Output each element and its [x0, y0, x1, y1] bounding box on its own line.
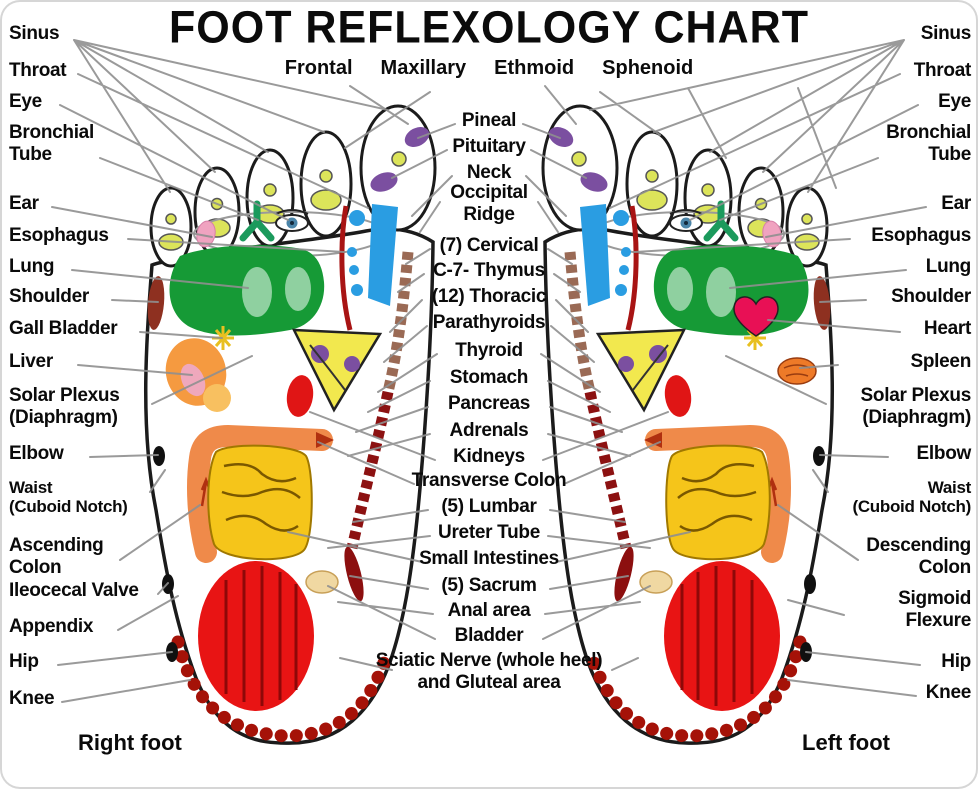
- label-pineal: Pineal: [461, 110, 517, 131]
- label-transverse-colon: Transverse Colon: [411, 470, 567, 491]
- label-left-bronchial-tube: Bronchial Tube: [9, 122, 94, 165]
- label-parathyroids: Parathyroids: [432, 312, 546, 333]
- label-left-liver: Liver: [9, 351, 53, 372]
- left-foot-sole: [543, 106, 832, 743]
- spleen-zone: [777, 357, 817, 385]
- label-adrenals: Adrenals: [449, 420, 529, 441]
- skull-zone-labels: Frontal Maxillary Ethmoid Sphenoid: [0, 57, 978, 80]
- left-foot-caption: Left foot: [802, 730, 890, 755]
- label-right-sigmoid-flexure: Sigmoid Flexure: [898, 588, 971, 631]
- label-right-heart: Heart: [923, 318, 971, 339]
- label-cervical: (7) Cervical: [439, 235, 539, 256]
- label-sciatic-nerve: Sciatic Nerve (whole heel) and Gluteal a…: [375, 650, 603, 693]
- label-pituitary: Pituitary: [452, 136, 526, 157]
- label-left-gall-bladder: Gall Bladder: [9, 318, 118, 339]
- label-left-ileocecal-valve: Ileocecal Valve: [9, 580, 139, 601]
- label-left-lung: Lung: [9, 256, 55, 277]
- label-left-sinus: Sinus: [9, 23, 60, 44]
- label-left-shoulder: Shoulder: [9, 286, 89, 307]
- label-right-knee: Knee: [925, 682, 972, 703]
- label-small-intestines: Small Intestines: [419, 548, 559, 569]
- label-left-throat: Throat: [9, 60, 67, 81]
- label-left-appendix: Appendix: [9, 616, 94, 637]
- label-right-waist: Waist (Cuboid Notch): [852, 478, 971, 517]
- label-right-sinus: Sinus: [920, 23, 972, 44]
- label-right-throat: Throat: [913, 60, 972, 81]
- label-neck: Neck: [466, 162, 512, 183]
- label-right-bronchial-tube: Bronchial Tube: [886, 122, 971, 165]
- label-ethmoid: Ethmoid: [494, 57, 575, 79]
- label-right-shoulder: Shoulder: [891, 286, 971, 307]
- label-sphenoid: Sphenoid: [602, 57, 694, 79]
- label-kidneys: Kidneys: [453, 446, 525, 467]
- leader-lines: [51, 39, 927, 703]
- label-pancreas: Pancreas: [447, 393, 531, 414]
- label-occipital-ridge: Occipital Ridge: [450, 182, 528, 225]
- label-left-ear: Ear: [9, 193, 39, 214]
- label-right-esophagus: Esophagus: [871, 225, 971, 246]
- label-right-spleen: Spleen: [910, 351, 972, 372]
- label-left-esophagus: Esophagus: [9, 225, 109, 246]
- label-right-solar-plexus: Solar Plexus (Diaphragm): [860, 385, 972, 428]
- label-right-lung: Lung: [925, 256, 972, 277]
- label-frontal: Frontal: [284, 57, 353, 79]
- label-right-ear: Ear: [941, 193, 971, 214]
- label-left-waist: Waist (Cuboid Notch): [9, 478, 128, 517]
- label-left-hip: Hip: [9, 651, 39, 672]
- label-lumbar: (5) Lumbar: [441, 496, 537, 517]
- label-left-solar-plexus: Solar Plexus (Diaphragm): [9, 385, 120, 428]
- label-left-knee: Knee: [9, 688, 55, 709]
- heart-zone: [733, 296, 779, 337]
- label-right-descending-colon: Descending Colon: [866, 535, 971, 578]
- label-thymus: C-7- Thymus: [433, 260, 545, 281]
- page-title: FOOT REFLEXOLOGY CHART: [169, 2, 809, 54]
- label-right-eye: Eye: [938, 91, 971, 112]
- label-left-elbow: Elbow: [9, 443, 64, 464]
- label-thyroid: Thyroid: [455, 340, 523, 361]
- label-left-ascending-colon: Ascending Colon: [9, 535, 104, 578]
- label-maxillary: Maxillary: [380, 57, 467, 79]
- label-ureter-tube: Ureter Tube: [438, 522, 540, 543]
- label-right-hip: Hip: [941, 651, 971, 672]
- right-foot-sole: [146, 106, 435, 743]
- label-bladder: Bladder: [454, 625, 524, 646]
- label-right-elbow: Elbow: [916, 443, 972, 464]
- label-sacrum: (5) Sacrum: [441, 575, 537, 596]
- label-stomach: Stomach: [449, 367, 529, 388]
- label-left-eye: Eye: [9, 91, 42, 112]
- label-anal-area: Anal area: [447, 600, 531, 621]
- label-thoracic: (12) Thoracic: [431, 286, 547, 307]
- right-foot-caption: Right foot: [78, 730, 182, 755]
